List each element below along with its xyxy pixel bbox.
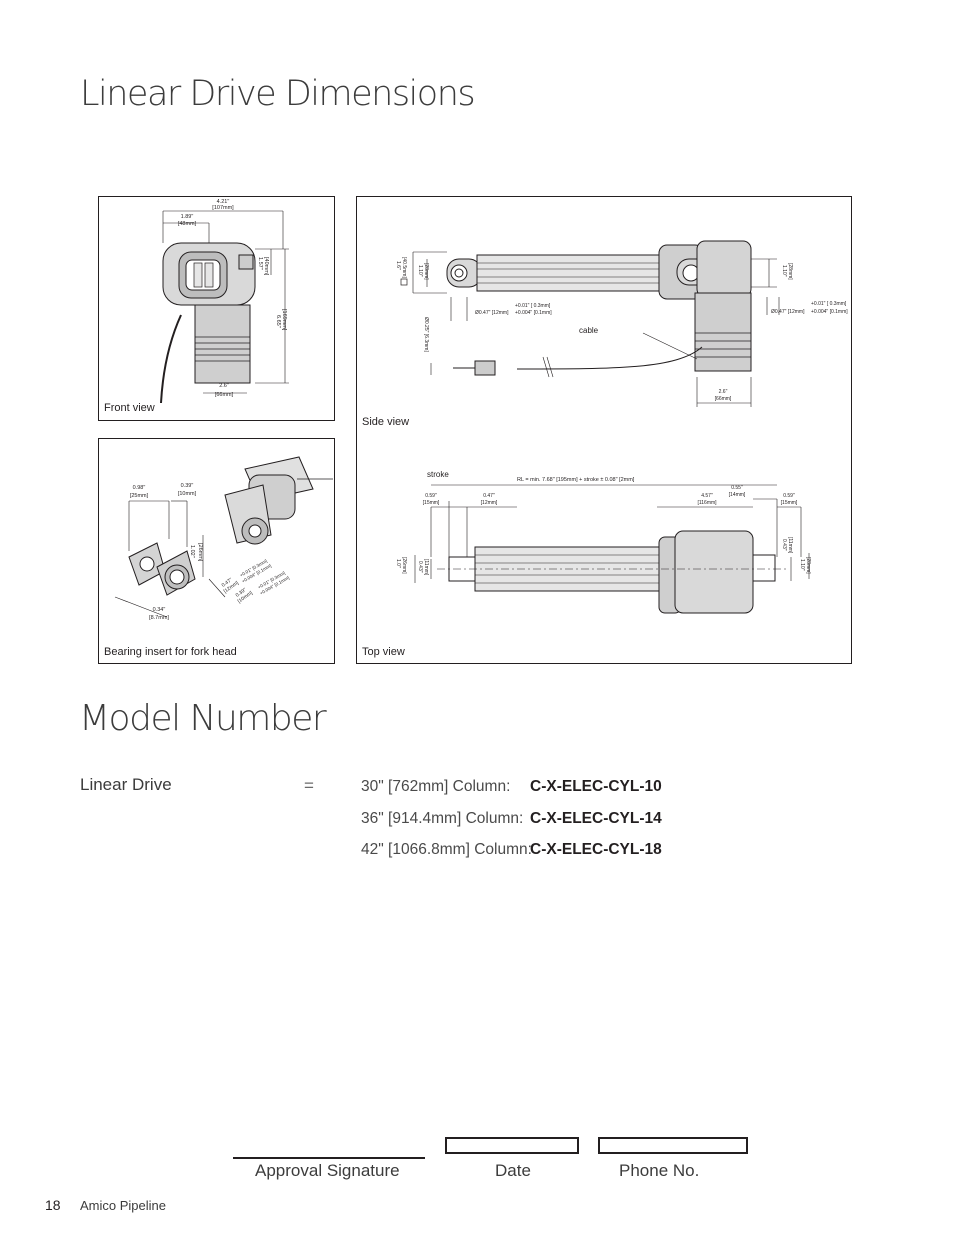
side-tol-t1: +0.01" [ 0.3mm] (515, 303, 551, 309)
side-view-label: Side view (362, 416, 410, 428)
side-dim-cable-diameter: Ø0.25" [6.3mm] (423, 317, 429, 352)
signature-line (233, 1157, 425, 1159)
model-row-3-code: C-X-ELEC-CYL-18 (530, 841, 662, 858)
top-dim-h2m: [11mm] (423, 559, 429, 576)
side-dim-d1: Ø0.47" [12mm] (475, 310, 509, 316)
side-dim-b1m: [66mm] (715, 396, 732, 402)
top-dim-h4: 1.10" (799, 559, 805, 571)
side-dim-h1: 1.6" (395, 261, 401, 270)
front-dim-h2: 6.65" (275, 315, 281, 328)
equals-sign: = (304, 776, 314, 795)
bearing-dim-b: 0.39" (181, 483, 194, 489)
model-row-2-code: C-X-ELEC-CYL-14 (530, 810, 662, 827)
front-view-drawing: 4.21" [107mm] 1.89" [48mm] 1.57" [40mm] … (160, 199, 289, 404)
bearing-dim-c: 1.02" (189, 545, 195, 558)
side-top-panel: 1.6" [40.5mm] 1.10" [28mm] 1.10" [28mm] … (356, 196, 852, 664)
side-dim-h2m: [28mm] (423, 263, 429, 280)
page-number: 18 (45, 1197, 61, 1213)
top-dim-dm: [14mm] (729, 492, 746, 498)
bearing-dim-f: 0.39" (235, 587, 248, 599)
side-tol-t3: +0.01" [ 0.3mm] (811, 301, 847, 307)
side-top-drawing: 1.6" [40.5mm] 1.10" [28mm] 1.10" [28mm] … (395, 240, 848, 614)
bearing-panel: 0.98" [25mm] 0.39" [10mm] 1.02" [26mm] 0… (98, 438, 335, 664)
top-dim-e: 0.59" (783, 493, 795, 499)
top-dim-h3m: [11mm] (787, 537, 793, 554)
front-dim-b1m: [66mm] (215, 392, 234, 398)
front-dim-w1m: [107mm] (212, 205, 234, 211)
phone-field[interactable] (598, 1137, 748, 1154)
top-dim-h4m: [28mm] (805, 557, 811, 574)
bearing-dim-e: 0.47" (221, 577, 234, 589)
front-dim-w2: 1.89" (181, 214, 194, 220)
side-dim-b1: 2.6" (719, 389, 728, 395)
front-dim-b1: 2.6" (219, 383, 229, 389)
front-dim-h2m: [169mm] (281, 309, 287, 331)
model-row-1-code: C-X-ELEC-CYL-10 (530, 778, 662, 795)
top-dim-h2: 0.43" (417, 561, 423, 573)
date-field[interactable] (445, 1137, 579, 1154)
top-dim-am: [15mm] (423, 500, 440, 506)
top-dim-b: 0.47" (483, 493, 495, 499)
footer-company: Amico Pipeline (80, 1198, 166, 1213)
side-dim-hrm: [28mm] (787, 263, 793, 280)
front-view-panel: 4.21" [107mm] 1.89" [48mm] 1.57" [40mm] … (98, 196, 335, 421)
top-dim-h3: 0.43" (781, 539, 787, 551)
side-dim-h2: 1.10" (417, 265, 423, 277)
front-view-label: Front view (104, 402, 155, 414)
model-row-1-label: 30" [762mm] Column: (361, 778, 511, 795)
top-dim-a: 0.59" (425, 493, 437, 499)
approval-signature-label: Approval Signature (255, 1161, 400, 1180)
side-cable-label: cable (579, 326, 599, 335)
top-dim-c: 4.57" (701, 493, 713, 499)
front-dim-w1: 4.21" (217, 199, 230, 205)
bearing-dim-am: [25mm] (130, 493, 149, 499)
top-stroke-label: stroke (427, 470, 449, 479)
phone-label: Phone No. (619, 1161, 700, 1180)
top-dim-cm: [116mm] (697, 500, 717, 506)
side-dim-d2: Ø0.47" [12mm] (771, 309, 805, 315)
top-dim-em: [15mm] (781, 500, 798, 506)
model-number-title: Model Number (79, 698, 327, 739)
top-view-label: Top view (362, 646, 405, 658)
side-dim-hr: 1.10" (781, 265, 787, 277)
model-row-2-label: 36" [914.4mm] Column: (361, 810, 524, 827)
model-row-3-label: 42" [1066.8mm] Column: (361, 841, 532, 858)
front-dim-h1: 1.57" (257, 257, 263, 270)
top-dim-h1: 1.0" (395, 559, 401, 568)
side-dim-h1m: [40.5mm] (401, 257, 407, 278)
product-name: Linear Drive (80, 775, 172, 794)
bearing-dim-a: 0.98" (133, 485, 146, 491)
bearing-label: Bearing insert for fork head (104, 646, 237, 658)
front-dim-h1m: [40mm] (263, 257, 269, 276)
bearing-dim-dm: [8.7mm] (149, 615, 169, 621)
top-rl-formula: RL = min. 7.68" [195mm] + stroke ± 0.08"… (517, 477, 635, 483)
bearing-dim-cm: [26mm] (197, 543, 203, 562)
bearing-dim-d: 0.34" (153, 607, 166, 613)
side-tol-t4: +0.004" [0.1mm] (811, 309, 848, 315)
top-dim-d: 0.55" (731, 485, 743, 491)
date-label: Date (495, 1161, 531, 1180)
front-dim-w2m: [48mm] (178, 221, 197, 227)
top-dim-bm: [12mm] (481, 500, 498, 506)
page-title: Linear Drive Dimensions (80, 74, 476, 114)
top-dim-h1m: [26mm] (401, 557, 407, 574)
bearing-dim-bm: [10mm] (178, 491, 197, 497)
side-tol-t2: +0.004" [0.1mm] (515, 310, 552, 316)
bearing-drawing: 0.98" [25mm] 0.39" [10mm] 1.02" [26mm] 0… (114, 456, 333, 621)
